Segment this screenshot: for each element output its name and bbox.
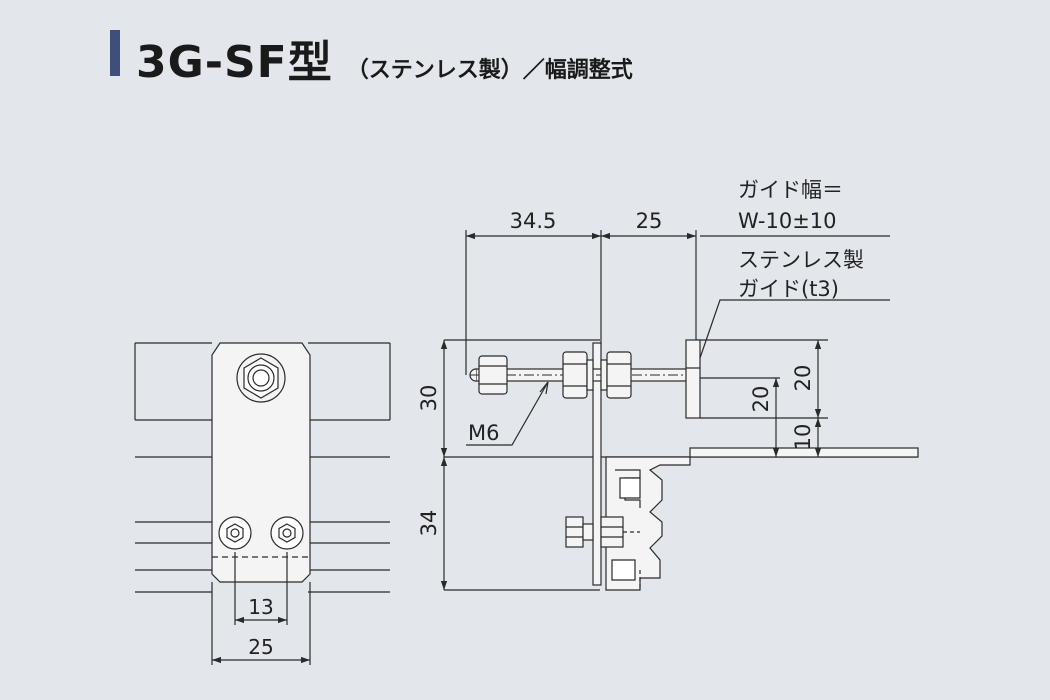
dim-label-20-outer: 20 bbox=[791, 365, 815, 392]
dim-label-10: 10 bbox=[791, 424, 815, 451]
guide-width-line1: ガイド幅＝ bbox=[738, 178, 843, 202]
side-view bbox=[440, 230, 919, 591]
material-line1: ステンレス製 bbox=[738, 248, 864, 272]
title-accent-bar bbox=[110, 30, 120, 76]
outer-nut bbox=[600, 351, 632, 399]
title-subtitle: （ステンレス製）／幅調整式 bbox=[346, 58, 633, 83]
dim-label-20-inner: 20 bbox=[749, 386, 773, 413]
material-leader bbox=[699, 299, 890, 359]
bolt-leader bbox=[466, 381, 549, 446]
page-title: 3G-SF型 （ステンレス製）／幅調整式 bbox=[136, 26, 633, 90]
dim-label-34-5: 34.5 bbox=[510, 209, 557, 233]
guide-plate bbox=[689, 447, 919, 458]
inner-nut bbox=[562, 351, 594, 399]
end-nut bbox=[478, 355, 508, 395]
top-bolt-front bbox=[236, 353, 286, 403]
guide-rail-end bbox=[685, 339, 701, 419]
mounting-bolt-side bbox=[565, 516, 640, 548]
front-view bbox=[134, 342, 391, 665]
lower-bolt-left bbox=[218, 516, 252, 550]
frame-lines bbox=[134, 342, 391, 593]
dimension-25-bottom bbox=[211, 582, 311, 665]
lower-bolt-right bbox=[270, 516, 304, 550]
dim-label-34: 34 bbox=[417, 510, 441, 537]
vertical-bracket bbox=[592, 342, 602, 586]
dimension-13 bbox=[234, 552, 288, 625]
bolt-label: M6 bbox=[468, 421, 499, 445]
title-main: 3G-SF型 bbox=[136, 37, 333, 88]
material-line2: ガイド(t3) bbox=[738, 277, 839, 301]
dim-label-25-bottom: 25 bbox=[248, 635, 273, 659]
guide-width-line2: W-10±10 bbox=[738, 209, 837, 233]
dim-label-30: 30 bbox=[417, 385, 441, 412]
dim-label-25-top: 25 bbox=[636, 209, 663, 233]
dim-label-13: 13 bbox=[248, 595, 273, 619]
